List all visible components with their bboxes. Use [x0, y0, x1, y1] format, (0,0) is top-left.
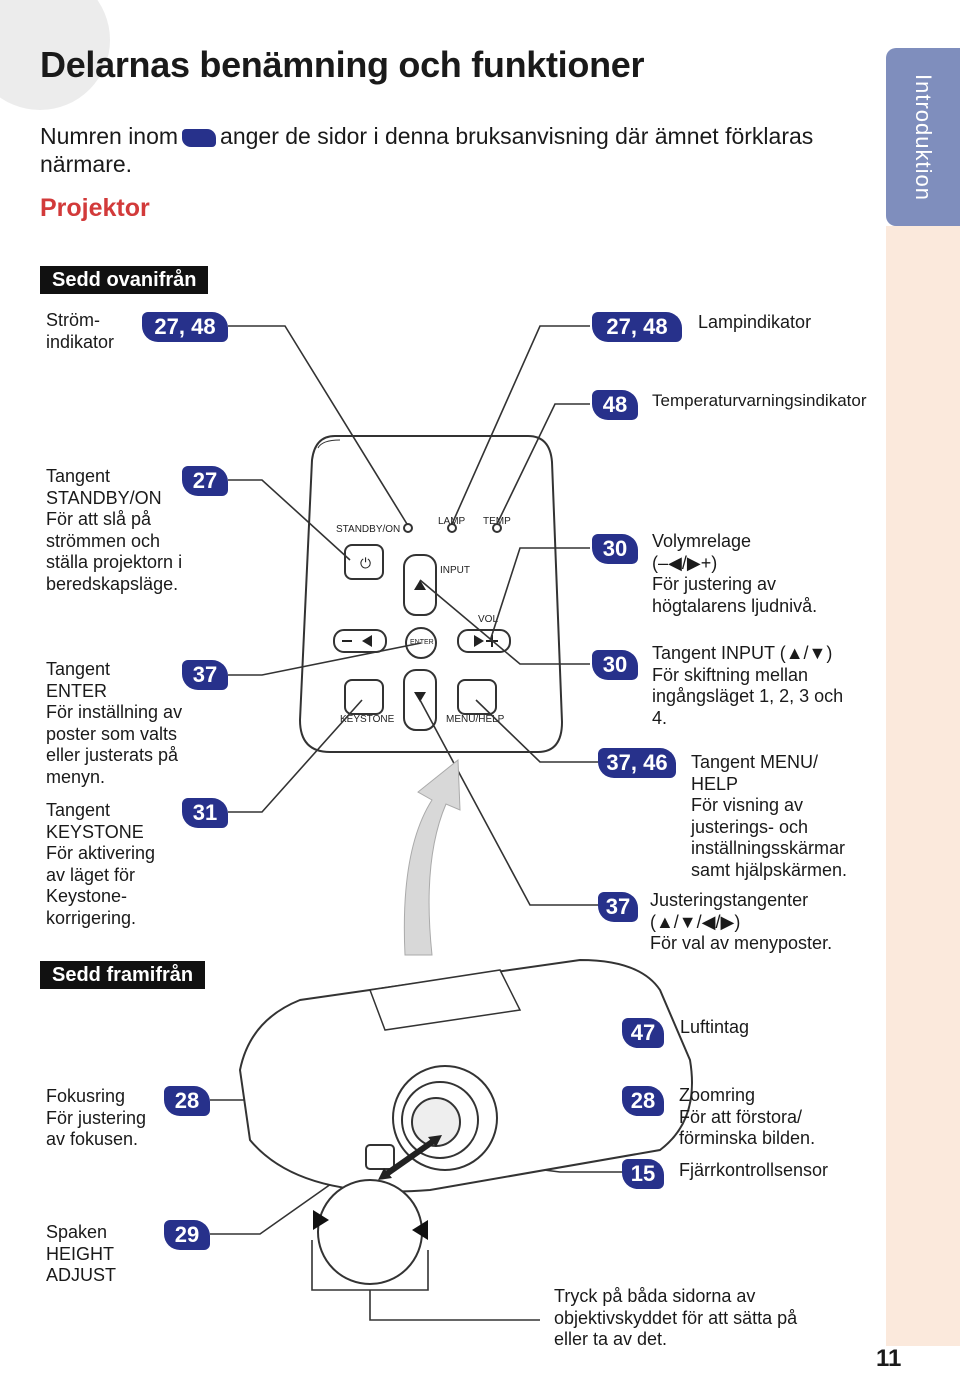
- page-number: 11: [876, 1345, 902, 1372]
- badge-menu-help[interactable]: 37, 46: [598, 748, 676, 778]
- panel-label-menu: MENU/HELP: [446, 714, 505, 725]
- view-top-heading: Sedd ovanifrån: [40, 266, 209, 294]
- label-keystone: Tangent KEYSTONE För aktivering av läget…: [46, 800, 156, 928]
- panel-label-standby: STANDBY/ON: [336, 524, 400, 535]
- projector-front: [238, 958, 693, 1193]
- lens-cap: [317, 1179, 423, 1285]
- press-arrow-left-icon: [313, 1210, 329, 1230]
- press-arrow-right-icon: [412, 1220, 428, 1240]
- minus-icon: [342, 640, 352, 642]
- label-lens-cap: Tryck på båda sidorna av objektivskyddet…: [554, 1286, 798, 1349]
- label-lamp-indicator: Lampindikator: [698, 312, 812, 332]
- badge-keystone[interactable]: 31: [182, 798, 228, 828]
- badge-height[interactable]: 29: [164, 1220, 210, 1250]
- panel-label-input: INPUT: [440, 565, 470, 576]
- panel-label-enter: ENTER: [410, 639, 434, 646]
- badge-zoom[interactable]: 28: [622, 1086, 664, 1116]
- power-icon: ⏻: [360, 555, 371, 571]
- badge-intake[interactable]: 47: [622, 1018, 664, 1048]
- label-input: Tangent INPUT (▲/▼) För skiftning mellan…: [652, 643, 844, 728]
- down-arrow-icon: [414, 692, 426, 702]
- right-arrow-icon: [474, 635, 484, 647]
- badge-adjust[interactable]: 37: [598, 892, 638, 922]
- intro-before: Numren inom: [40, 123, 179, 149]
- intro-after: anger de sidor i denna bruksanvisning dä…: [40, 123, 814, 177]
- panel-label-keystone: KEYSTONE: [340, 714, 395, 725]
- label-volume: Volymrelage (–◀/▶+) För justering av hög…: [652, 531, 818, 616]
- slide-arrow-icon: [383, 1137, 437, 1178]
- view-arrow-icon: [403, 758, 461, 956]
- left-arrow-icon: [362, 635, 372, 647]
- label-power-indicator: Ström- indikator: [46, 310, 115, 352]
- label-menu-help: Tangent MENU/ HELP För visning av juster…: [691, 752, 848, 880]
- badge-focus[interactable]: 28: [164, 1086, 210, 1116]
- badge-power-indicator[interactable]: 27, 48: [142, 312, 228, 342]
- label-focus: Fokusring För justering av fokusen.: [46, 1086, 147, 1149]
- section-heading: Projektor: [40, 194, 150, 222]
- side-strip: [886, 226, 960, 1346]
- panel-label-temp: TEMP: [483, 516, 511, 527]
- label-remote: Fjärrkontrollsensor: [679, 1160, 829, 1180]
- badge-remote[interactable]: 15: [622, 1159, 664, 1189]
- badge-lamp-indicator[interactable]: 27, 48: [592, 312, 682, 342]
- up-arrow-icon: [414, 580, 426, 590]
- panel-label-vol: VOL: [478, 614, 498, 625]
- label-enter: Tangent ENTER För inställning av poster …: [46, 659, 183, 787]
- slide-arrow-head-a: [378, 1168, 392, 1180]
- label-height: Spaken HEIGHT ADJUST: [46, 1222, 117, 1285]
- slide-arrow-head-b: [428, 1135, 442, 1147]
- page-ref-icon: [182, 128, 217, 147]
- badge-temp-indicator[interactable]: 48: [592, 390, 638, 420]
- label-temp-indicator: Temperaturvarningsindikator: [652, 391, 867, 410]
- view-front-heading: Sedd framifrån: [40, 961, 206, 989]
- badge-standby[interactable]: 27: [182, 466, 228, 496]
- page-title: Delarnas benämning och funktioner: [40, 44, 645, 85]
- label-adjust: Justeringstangenter (▲/▼/◀/▶) För val av…: [650, 890, 833, 953]
- side-tab-introduktion[interactable]: Introduktion: [886, 48, 960, 226]
- label-zoom: Zoomring För att förstora/ förminska bil…: [679, 1085, 816, 1148]
- panel-label-lamp: LAMP: [438, 516, 466, 527]
- label-standby: Tangent STANDBY/ON För att slå på strömm…: [46, 466, 183, 594]
- badge-volume[interactable]: 30: [592, 534, 638, 564]
- badge-input[interactable]: 30: [592, 650, 638, 680]
- label-intake: Luftintag: [680, 1017, 750, 1037]
- badge-enter[interactable]: 37: [182, 660, 228, 690]
